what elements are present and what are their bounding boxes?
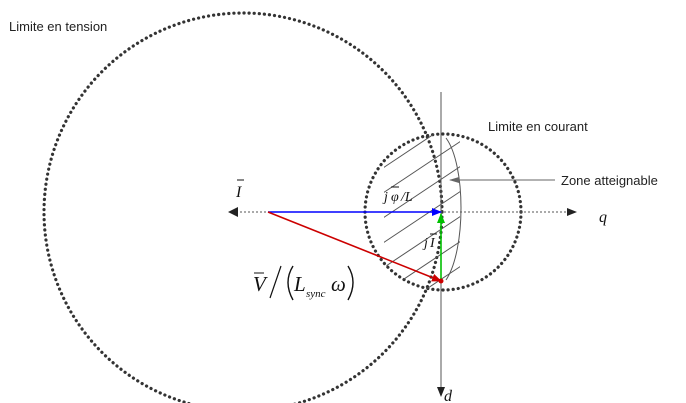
q-axis-label: q: [599, 209, 607, 226]
reachable-zone-boundary: [445, 137, 462, 281]
jphiL-phi: φ: [391, 190, 399, 205]
sync-text: sync: [306, 288, 326, 300]
jI-I: I: [429, 236, 436, 251]
d-axis-label: d: [444, 388, 453, 403]
voltage-vector-label: V L sync ω: [253, 265, 354, 301]
jphiL-rest: /L: [400, 190, 413, 205]
current-limit-label: Limite en courant: [488, 119, 588, 134]
voltage-limit-label: Limite en tension: [9, 19, 107, 34]
vec-I-label: I: [235, 179, 244, 201]
jI-j: j: [422, 236, 428, 251]
omega-text: ω: [331, 272, 346, 296]
operating-point: [438, 278, 444, 284]
reachable-zone-label: Zone atteignable: [561, 173, 658, 188]
L-text: L: [293, 272, 306, 296]
V-text: V: [253, 272, 268, 296]
voltage-vector: [267, 211, 442, 282]
jI-label: j I: [422, 233, 437, 251]
jphiL-j: j: [382, 190, 388, 205]
vec-I-text: I: [235, 184, 242, 201]
voltage-limit-circle: [42, 11, 444, 403]
q-axis-left-arrow: [228, 207, 238, 217]
jphi-over-L-label: j φ /L: [382, 186, 413, 205]
